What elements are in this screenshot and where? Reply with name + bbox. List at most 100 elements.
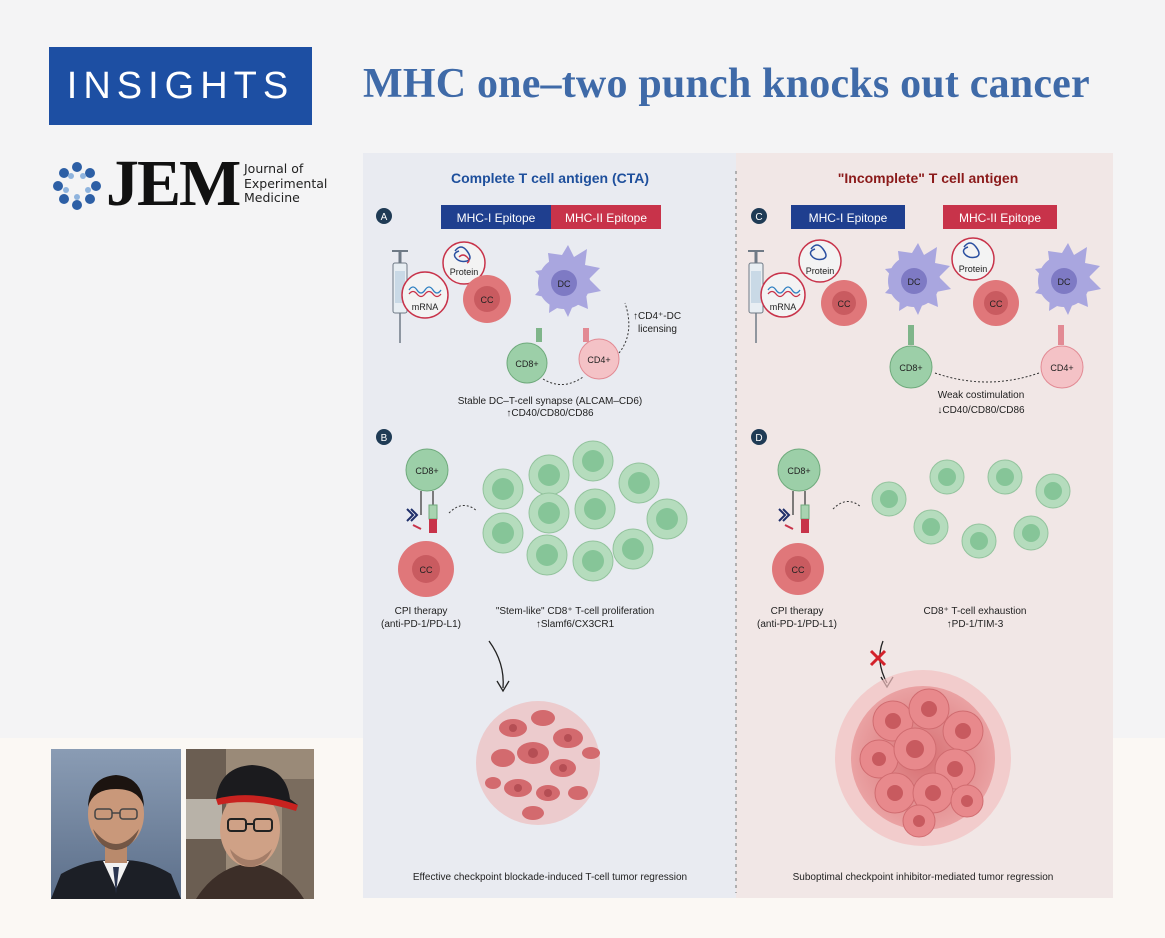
blocked-x-icon bbox=[869, 649, 887, 667]
dendritic-cell: DC bbox=[1035, 243, 1101, 315]
pd1-checkpoint-icon bbox=[406, 491, 438, 533]
protein-cell: Protein bbox=[951, 237, 995, 281]
costimulation-text: Weak costimulation bbox=[938, 390, 1025, 401]
synapse-connector bbox=[1058, 325, 1064, 345]
cancer-cell: CC bbox=[772, 543, 824, 595]
protein-cell: Protein bbox=[442, 241, 486, 285]
panel-label-b: B bbox=[376, 429, 392, 445]
svg-text:CD8+: CD8+ bbox=[415, 466, 438, 476]
regression-arrow bbox=[488, 640, 504, 689]
svg-text:DC: DC bbox=[908, 277, 921, 287]
cd8-t-cell: CD8+ bbox=[889, 345, 933, 389]
mhc2-epitope-box: MHC-II Epitope bbox=[943, 205, 1057, 229]
journal-name: Journal of Experimental Medicine bbox=[244, 161, 334, 206]
jem-wordmark: JEM bbox=[106, 147, 241, 220]
svg-text:MHC-II Epitope: MHC-II Epitope bbox=[959, 211, 1041, 225]
mhc2-epitope-box: MHC-II Epitope bbox=[551, 205, 661, 229]
exhausted-t-cell-nuclei bbox=[880, 468, 1062, 550]
cd8-t-cell: CD8+ bbox=[405, 448, 449, 492]
author-photo-1 bbox=[51, 749, 181, 899]
cpi-therapy-text: (anti-PD-1/PD-L1) bbox=[757, 619, 837, 630]
svg-text:Protein: Protein bbox=[450, 267, 479, 277]
proliferation-text: ↑Slamf6/CX3CR1 bbox=[536, 619, 615, 630]
svg-text:CC: CC bbox=[838, 299, 851, 309]
svg-text:A: A bbox=[381, 212, 388, 223]
dendritic-cell: DC bbox=[885, 243, 951, 315]
pd1-checkpoint-icon bbox=[778, 491, 810, 533]
svg-text:D: D bbox=[755, 433, 762, 444]
proliferating-t-cell-nuclei bbox=[492, 450, 678, 572]
svg-text:CC: CC bbox=[792, 565, 805, 575]
proliferation-arrow bbox=[832, 501, 862, 510]
proliferation-text: "Stem-like" CD8⁺ T-cell proliferation bbox=[496, 606, 654, 617]
insights-badge: INSIGHTS bbox=[49, 47, 312, 125]
interaction-arrow bbox=[934, 372, 1040, 383]
synapse-connector bbox=[908, 325, 914, 345]
costimulation-text: ↓CD40/CD80/CD86 bbox=[937, 405, 1025, 416]
svg-text:CC: CC bbox=[481, 295, 494, 305]
panel-label-a: A bbox=[376, 208, 392, 224]
licensing-text: ↑CD4⁺-DC bbox=[633, 311, 681, 322]
mrna-cell: mRNA bbox=[760, 272, 806, 318]
article-headline: MHC one–two punch knocks out cancer bbox=[363, 61, 1090, 107]
insights-label: INSIGHTS bbox=[66, 64, 295, 107]
cpi-therapy-text: CPI therapy bbox=[395, 606, 448, 617]
intact-tumor bbox=[835, 670, 1011, 846]
synapse-connector bbox=[536, 328, 542, 342]
syringe-icon bbox=[748, 250, 764, 343]
mhc1-epitope-box: MHC-I Epitope bbox=[791, 205, 905, 229]
svg-text:MHC-I Epitope: MHC-I Epitope bbox=[809, 211, 888, 225]
svg-text:CC: CC bbox=[990, 299, 1003, 309]
svg-text:MHC-I Epitope: MHC-I Epitope bbox=[457, 211, 536, 225]
svg-text:B: B bbox=[381, 433, 388, 444]
synapse-connector bbox=[583, 328, 589, 342]
cd8-t-cell: CD8+ bbox=[506, 342, 548, 384]
svg-text:DC: DC bbox=[1058, 277, 1071, 287]
synapse-text: ↑CD40/CD80/CD86 bbox=[506, 408, 594, 419]
left-panel-title: Complete T cell antigen (CTA) bbox=[451, 170, 649, 186]
author-photo-2 bbox=[186, 749, 314, 899]
svg-text:DC: DC bbox=[558, 279, 571, 289]
arrowhead-icon bbox=[496, 680, 510, 693]
panel-label-d: D bbox=[751, 429, 767, 445]
svg-text:CD4+: CD4+ bbox=[587, 355, 610, 365]
svg-text:C: C bbox=[755, 212, 762, 223]
right-panel-title: "Incomplete" T cell antigen bbox=[838, 170, 1019, 186]
exhaustion-text: CD8⁺ T-cell exhaustion bbox=[924, 606, 1027, 617]
mhc1-epitope-box: MHC-I Epitope bbox=[441, 205, 551, 229]
synapse-text: Stable DC–T-cell synapse (ALCAM–CD6) bbox=[458, 396, 643, 407]
outcome-text: Suboptimal checkpoint inhibitor-mediated… bbox=[793, 872, 1054, 883]
svg-text:CD8+: CD8+ bbox=[899, 363, 922, 373]
svg-text:CC: CC bbox=[420, 565, 433, 575]
proliferation-arrow bbox=[448, 505, 478, 514]
cpi-therapy-text: CPI therapy bbox=[771, 606, 824, 617]
svg-text:MHC-II Epitope: MHC-II Epitope bbox=[565, 211, 647, 225]
svg-text:mRNA: mRNA bbox=[412, 302, 439, 312]
mrna-cell: mRNA bbox=[401, 271, 449, 319]
regressing-tumor bbox=[476, 701, 600, 825]
exhaustion-text: ↑PD-1/TIM-3 bbox=[947, 619, 1004, 630]
dendritic-cell: DC bbox=[535, 245, 601, 317]
protein-cell: Protein bbox=[798, 239, 842, 283]
svg-text:mRNA: mRNA bbox=[770, 302, 797, 312]
svg-text:CD4+: CD4+ bbox=[1050, 363, 1073, 373]
licensing-text: licensing bbox=[638, 324, 677, 335]
journal-name-line: Journal of bbox=[244, 161, 304, 176]
cd4-t-cell: CD4+ bbox=[578, 338, 620, 380]
svg-text:Protein: Protein bbox=[959, 264, 988, 274]
interaction-arrow bbox=[542, 376, 584, 385]
journal-name-line: Experimental bbox=[244, 175, 328, 191]
licensing-arrow bbox=[618, 302, 630, 354]
cd4-t-cell: CD4+ bbox=[1040, 345, 1084, 389]
jem-emblem-icon bbox=[53, 162, 101, 210]
svg-text:Protein: Protein bbox=[806, 266, 835, 276]
svg-text:CD8+: CD8+ bbox=[515, 359, 538, 369]
jem-logo: JEM Journal of Experimental Medicine bbox=[50, 147, 330, 220]
svg-text:CD8+: CD8+ bbox=[787, 466, 810, 476]
cancer-cell: CC bbox=[463, 275, 511, 323]
cancer-cell: CC bbox=[973, 280, 1019, 326]
outcome-text: Effective checkpoint blockade-induced T-… bbox=[413, 872, 687, 883]
journal-name-line: Medicine bbox=[244, 190, 300, 205]
cancer-cell: CC bbox=[821, 280, 867, 326]
cd8-t-cell: CD8+ bbox=[777, 448, 821, 492]
